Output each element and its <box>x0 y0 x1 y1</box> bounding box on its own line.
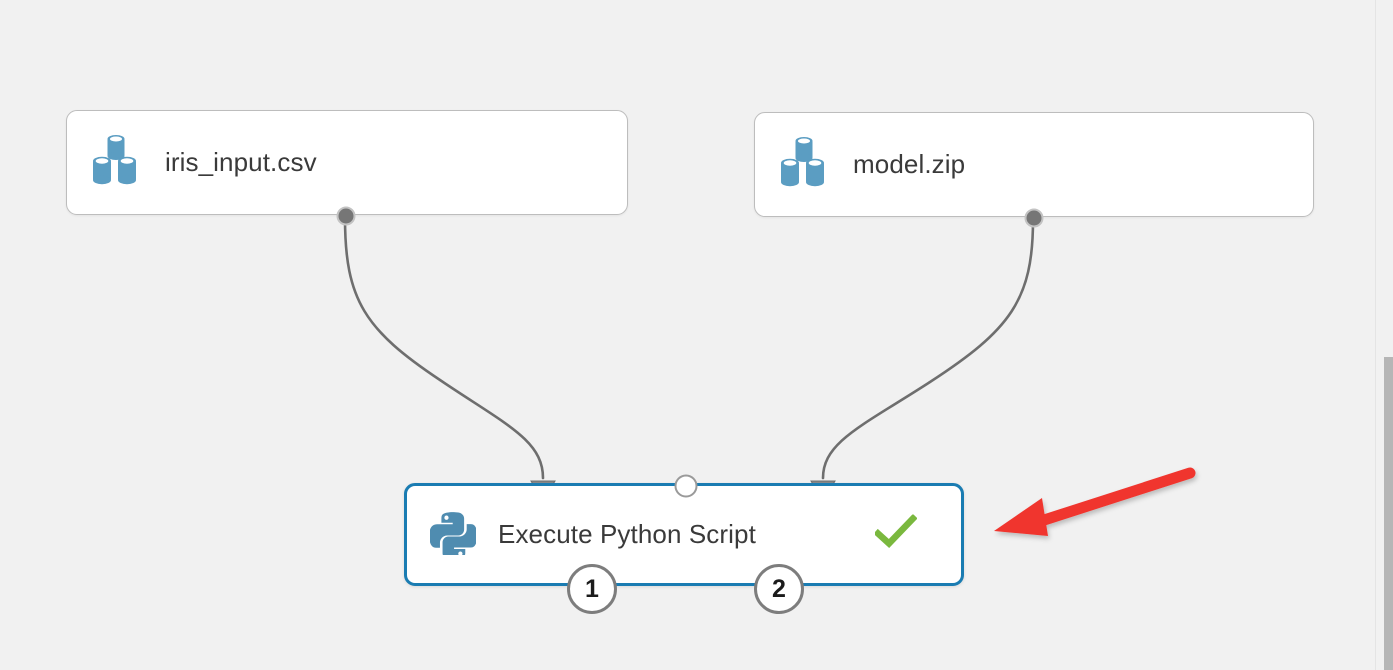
node-title: Execute Python Script <box>498 519 756 549</box>
vertical-scrollbar-track[interactable] <box>1375 0 1393 670</box>
dataset-cylinders-icon <box>87 132 143 193</box>
vertical-scrollbar-thumb[interactable] <box>1384 357 1393 670</box>
python-logo-icon <box>429 509 478 560</box>
red-arrow-annotation <box>994 467 1196 536</box>
wire-iris-to-execute <box>343 216 545 480</box>
input-port-2[interactable] <box>674 474 698 498</box>
green-check-icon <box>873 513 918 555</box>
dataset-output-port[interactable] <box>336 206 356 226</box>
dataset-cylinders-icon <box>775 134 831 195</box>
wire-model-to-execute <box>821 218 1035 480</box>
node-model-zip[interactable]: model.zip <box>754 112 1314 228</box>
node-title: model.zip <box>853 149 966 179</box>
node-iris-input-csv[interactable]: iris_input.csv <box>66 110 628 226</box>
output-port-2[interactable]: 2 <box>754 564 804 614</box>
node-content: model.zip <box>755 113 1313 216</box>
node-title: iris_input.csv <box>165 147 317 177</box>
dataset-output-port[interactable] <box>1024 208 1044 228</box>
node-content: iris_input.csv <box>67 111 627 214</box>
node-execute-python-script[interactable]: Execute Python Script 1 2 <box>404 474 964 614</box>
output-port-1[interactable]: 1 <box>567 564 617 614</box>
node-content: Execute Python Script <box>407 486 961 583</box>
